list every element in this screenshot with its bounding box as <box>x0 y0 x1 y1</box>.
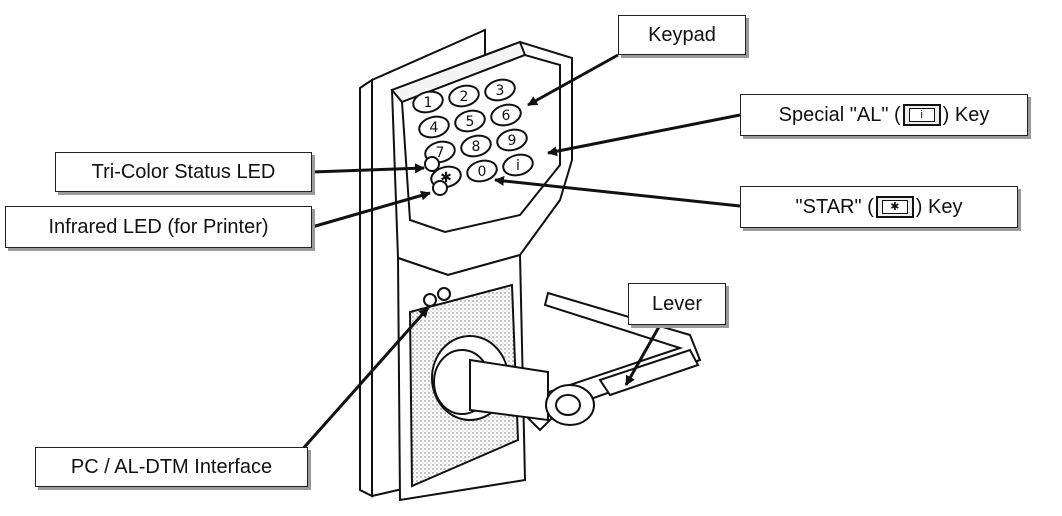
keypad-key-6: 6 <box>490 103 522 127</box>
arrow-tri-color-led <box>311 163 425 174</box>
star-key-glyph: ✱ <box>881 200 908 214</box>
label-al-key: Special "AL" ( i ) Key <box>740 94 1028 136</box>
label-infrared-led: Infrared LED (for Printer) <box>5 206 312 248</box>
leader-arrows <box>298 53 741 453</box>
infrared-led <box>432 180 448 196</box>
keypad-key-label: 3 <box>496 83 505 99</box>
label-pc-interface: PC / AL-DTM Interface <box>35 447 308 487</box>
label-infrared-led-text: Infrared LED (for Printer) <box>48 215 269 238</box>
arrow-al-key <box>547 113 741 157</box>
pc-interface-port-2 <box>437 287 451 301</box>
keypad-key-0: 0 <box>466 159 498 183</box>
keypad-key-8: 8 <box>460 134 492 158</box>
label-lever-text: Lever <box>651 292 703 315</box>
label-star-key: "STAR" ( ✱ ) Key <box>740 186 1018 228</box>
keypad-key-label: 7 <box>436 145 445 161</box>
label-star-key-suffix: ) Key <box>915 195 963 218</box>
keypad-key-label: ✱ <box>440 170 452 186</box>
al-key-icon: i <box>902 104 941 126</box>
label-tri-color-led: Tri-Color Status LED <box>55 152 312 192</box>
keypad-key-label: 2 <box>460 89 469 105</box>
arrow-star-key <box>494 175 741 208</box>
arrow-keypad <box>527 53 619 107</box>
tri-color-led <box>424 156 440 172</box>
keypad-key-4: 4 <box>418 115 450 139</box>
label-lever: Lever <box>628 283 726 325</box>
keypad-key-al: i <box>502 153 534 177</box>
star-key-icon: ✱ <box>875 196 914 218</box>
label-al-key-suffix: ) Key <box>942 103 990 126</box>
label-star-key-prefix: "STAR" ( <box>795 195 874 218</box>
keypad-key-label: 0 <box>478 164 487 180</box>
keypad-key-label: 8 <box>472 139 481 155</box>
lever <box>431 291 702 432</box>
label-keypad: Keypad <box>618 15 746 55</box>
pc-interface-port-1 <box>423 293 437 307</box>
keypad-key-3: 3 <box>484 78 516 102</box>
keypad-key-label: 1 <box>424 95 433 111</box>
keypad-key-label: 4 <box>430 120 439 136</box>
keypad-key-1: 1 <box>412 90 444 114</box>
keypad-key-2: 2 <box>448 84 480 108</box>
label-tri-color-led-text: Tri-Color Status LED <box>91 160 276 183</box>
arrow-pc-interface <box>298 307 430 453</box>
label-pc-interface-text: PC / AL-DTM Interface <box>70 455 273 478</box>
keypad-key-9: 9 <box>496 128 528 152</box>
keypad-key-label: 6 <box>502 108 511 124</box>
arrow-lever <box>624 324 662 386</box>
al-key-glyph: i <box>908 108 935 122</box>
label-keypad-text: Keypad <box>648 23 716 46</box>
keypad-key-label: 9 <box>508 133 517 149</box>
keypad-key-label: 5 <box>466 114 475 130</box>
keypad-key-label: i <box>516 158 520 174</box>
keypad-keys: 1 2 3 4 5 6 7 8 9 ✱ 0 i <box>412 78 534 189</box>
keypad-key-5: 5 <box>454 109 486 133</box>
label-al-key-prefix: Special "AL" ( <box>778 103 901 126</box>
arrow-infrared-led <box>311 190 431 229</box>
